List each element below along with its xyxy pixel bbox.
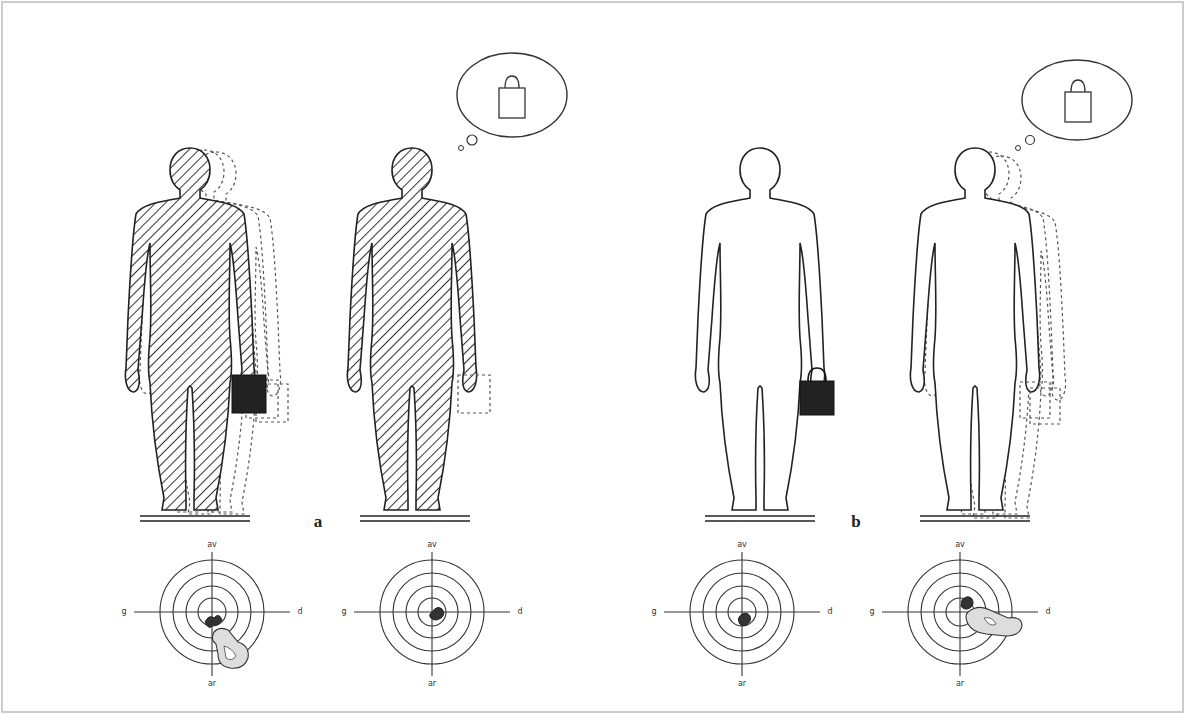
axis-label: av — [737, 541, 747, 549]
sway-trace — [205, 615, 222, 627]
axis-label: d — [297, 608, 302, 616]
floor-line — [705, 520, 815, 522]
target-rings — [134, 552, 1038, 676]
thought-bubble-dot — [467, 135, 477, 145]
thought-bag — [1065, 92, 1091, 122]
axis-label: g — [651, 608, 656, 616]
axis-label: av — [427, 541, 437, 549]
real-bag — [800, 381, 834, 415]
floor-line — [140, 516, 1030, 521]
sway-area-detail — [224, 646, 236, 660]
sway-trace — [961, 597, 973, 609]
sway-area — [966, 607, 1022, 636]
panel-label: a — [314, 513, 323, 530]
floor-line — [140, 515, 250, 517]
target-axis — [211, 552, 212, 676]
axis-label: d — [827, 608, 832, 616]
panel-label: b — [851, 513, 860, 530]
axis-label: d — [517, 608, 522, 616]
thought-bag — [499, 88, 525, 118]
hatched-figure — [347, 148, 476, 510]
outline-figure — [910, 148, 1039, 510]
axis-label: av — [955, 541, 965, 549]
thought-bubble-dot — [1016, 146, 1021, 151]
axis-label: ar — [208, 680, 216, 688]
sway-area — [212, 628, 248, 668]
sway-trace — [738, 613, 750, 626]
imagined-bag — [458, 375, 490, 413]
real-bag — [232, 375, 266, 413]
sway-trace — [430, 608, 444, 620]
real-bag-handle — [808, 368, 826, 381]
axis-label: d — [1045, 608, 1050, 616]
thought-bubble — [1022, 60, 1132, 140]
floor-line — [140, 520, 250, 522]
axis-label: ar — [738, 680, 746, 688]
imagined-bag — [1030, 388, 1060, 424]
sway-area-detail — [984, 618, 996, 626]
thought-bag-handle — [505, 76, 519, 88]
thought-bubble — [457, 53, 567, 137]
thought-bag-handle — [1071, 80, 1085, 92]
hatched-figure — [125, 148, 254, 510]
floor-line — [360, 520, 470, 522]
target-axis — [959, 552, 960, 676]
axis-label: av — [207, 541, 217, 549]
floor-line — [360, 515, 470, 517]
thought-bubble-dot — [459, 146, 464, 151]
axis-label: g — [121, 608, 126, 616]
imagined-bag — [1020, 382, 1050, 418]
axis-label: g — [869, 608, 874, 616]
floor-line — [705, 515, 815, 517]
axis-label: ar — [956, 680, 964, 688]
axis-label: g — [341, 608, 346, 616]
axis-label: ar — [428, 680, 436, 688]
floor-line — [920, 520, 1030, 522]
thought-bubble-dot — [1026, 136, 1035, 145]
outline-figure — [695, 148, 824, 510]
floor-line — [920, 515, 1030, 517]
